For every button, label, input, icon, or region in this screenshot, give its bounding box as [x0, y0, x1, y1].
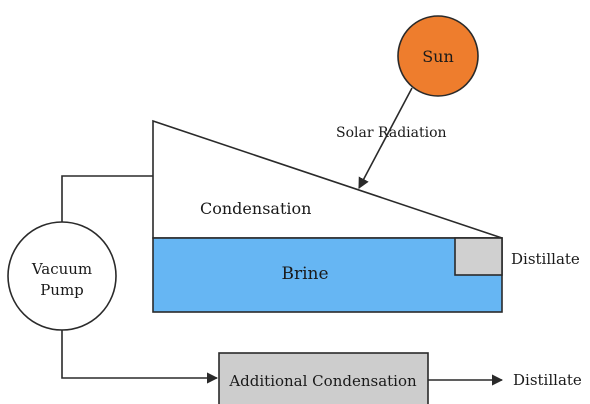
- additional-condensation-label: Additional Condensation: [228, 372, 417, 390]
- sun: Sun: [397, 15, 479, 97]
- vacuum-pump-label-line1: Vacuum: [31, 260, 92, 278]
- distillate-right-label: Distillate: [511, 250, 580, 268]
- condensation-triangle: [152, 119, 503, 239]
- brine-rect: [152, 237, 503, 313]
- sun-circle: [397, 15, 479, 97]
- condensation-label: Condensation: [200, 199, 311, 218]
- brine-basin: Brine: [152, 237, 503, 313]
- solar-radiation-arrow: [358, 87, 413, 189]
- additional-condensation: Additional Condensation: [218, 352, 429, 404]
- solar-radiation-label: Solar Radiation: [336, 125, 447, 141]
- vacuum-pipe-top: [61, 175, 153, 222]
- brine-label: Brine: [281, 264, 328, 284]
- distillate-bottom-label: Distillate: [513, 371, 582, 389]
- distillate-collector: [454, 237, 503, 276]
- vacuum-pump: Vacuum Pump: [7, 175, 219, 384]
- sun-label: Sun: [422, 47, 454, 66]
- vacuum-pipe-bottom: [61, 330, 219, 384]
- solar-radiation: Solar Radiation: [336, 87, 447, 189]
- vacuum-pump-label-line2: Pump: [40, 281, 84, 299]
- condensation-chamber: Condensation: [152, 119, 503, 239]
